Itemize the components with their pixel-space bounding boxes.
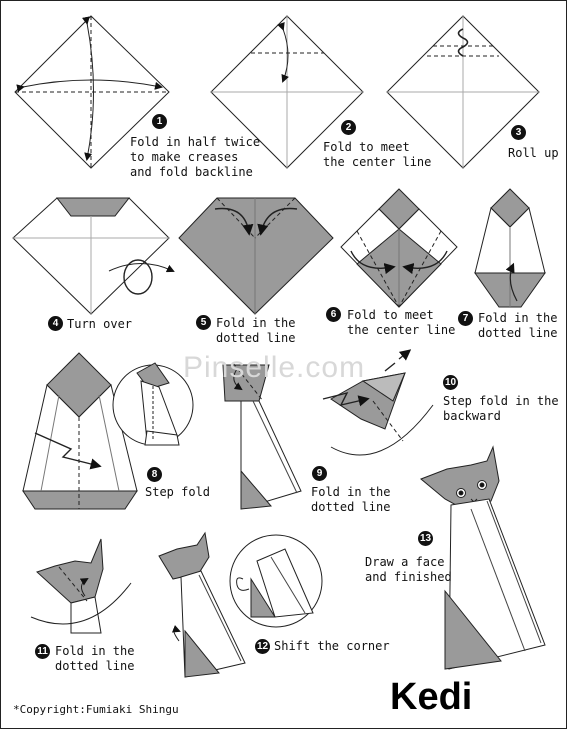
step-5-illustration bbox=[178, 197, 334, 315]
step-caption: Fold to meet the center line bbox=[323, 140, 432, 169]
step-caption: Roll up bbox=[508, 146, 559, 160]
watermark: Pinselle.com bbox=[183, 351, 366, 384]
step-number: 13 bbox=[418, 531, 433, 546]
step-9-illustration bbox=[222, 362, 302, 510]
step-number: 2 bbox=[341, 120, 356, 135]
step-caption: Fold in the dotted line bbox=[478, 311, 558, 340]
step-number: 3 bbox=[511, 125, 526, 140]
step-number: 5 bbox=[196, 315, 211, 330]
step-11-illustration bbox=[30, 538, 132, 634]
step-13-illustration bbox=[420, 445, 546, 670]
step-caption: Step fold bbox=[145, 485, 211, 499]
step-number: 8 bbox=[147, 467, 162, 482]
step-7-illustration bbox=[474, 188, 546, 308]
step-1-illustration bbox=[14, 15, 170, 169]
step-3-illustration bbox=[386, 15, 540, 169]
step-number: 1 bbox=[152, 114, 167, 129]
step-6-illustration bbox=[340, 188, 458, 308]
step-caption: Fold to meet the center line bbox=[347, 308, 456, 337]
step-number: 7 bbox=[458, 311, 473, 326]
step-number: 10 bbox=[443, 375, 458, 390]
step-caption: Turn over bbox=[67, 317, 133, 331]
step-number: 9 bbox=[312, 466, 327, 481]
step-caption: Draw a face and finished bbox=[365, 555, 452, 584]
step-caption: Fold in half twice to make creases and f… bbox=[130, 135, 261, 179]
step-4-illustration bbox=[12, 197, 175, 315]
step-number: 11 bbox=[35, 644, 50, 659]
step-8-illustration bbox=[22, 352, 194, 510]
step-10-illustration bbox=[322, 351, 434, 456]
step-caption: Shift the corner bbox=[274, 639, 390, 653]
step-number: 6 bbox=[326, 307, 341, 322]
step-caption: Fold in the dotted line bbox=[311, 485, 391, 514]
step-number: 4 bbox=[48, 316, 63, 331]
step-caption: Fold in the dotted line bbox=[216, 316, 296, 345]
step-caption: Step fold in the backward bbox=[443, 394, 559, 423]
step-caption: Fold in the dotted line bbox=[55, 644, 135, 673]
step-number: 12 bbox=[255, 639, 270, 654]
step-12-illustration bbox=[158, 531, 323, 678]
page-title: Kedi bbox=[390, 676, 473, 718]
copyright-text: *Copyright:Fumiaki Shingu bbox=[13, 703, 179, 716]
step-2-illustration bbox=[210, 15, 364, 169]
